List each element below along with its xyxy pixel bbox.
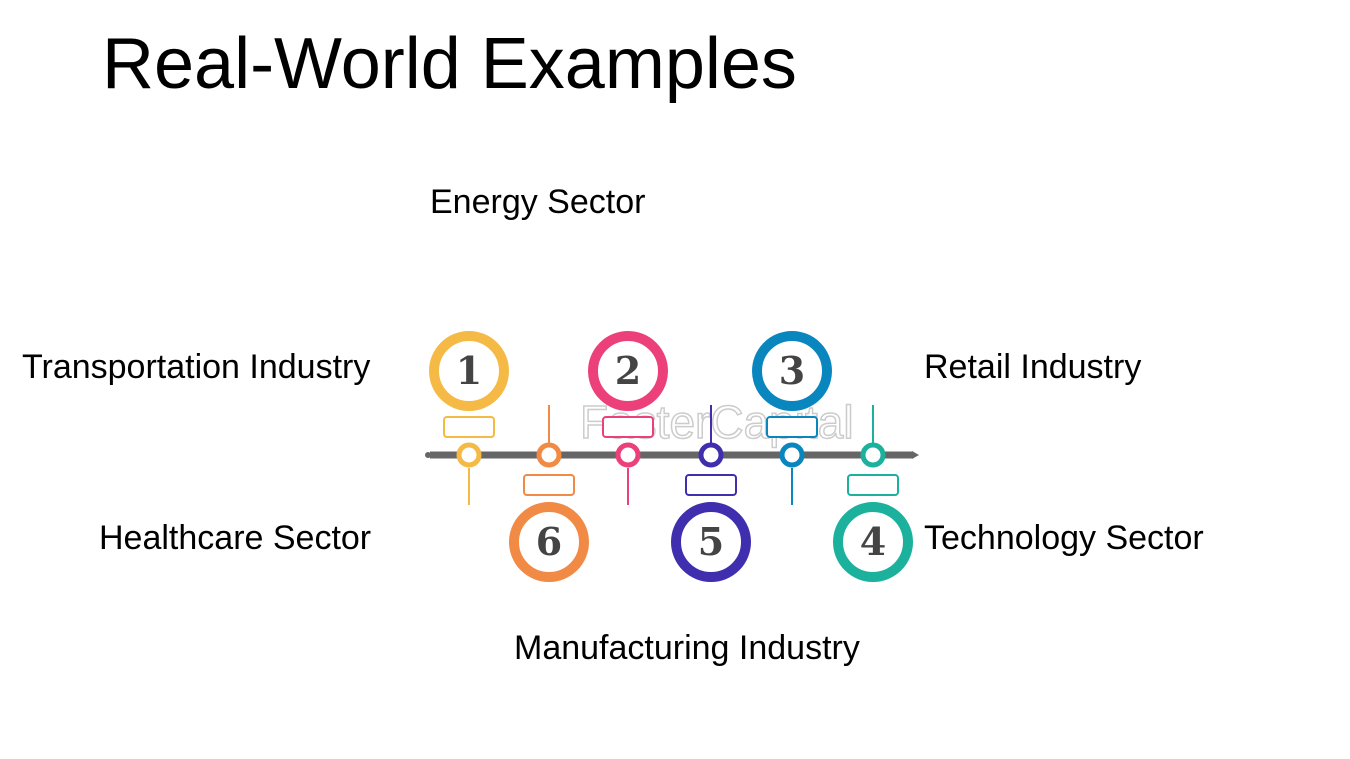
step-node xyxy=(536,442,562,468)
step-circle-6 xyxy=(509,502,589,582)
step-circle-2 xyxy=(588,331,668,411)
timeline-arrow-icon xyxy=(912,451,919,459)
step-label-box xyxy=(523,474,575,496)
step-number: 3 xyxy=(779,348,805,393)
step-label-box xyxy=(685,474,737,496)
step-label-box xyxy=(766,416,818,438)
slide-title: Real-World Examples xyxy=(102,24,797,104)
step-number: 4 xyxy=(860,519,886,564)
step-number: 5 xyxy=(698,519,724,564)
step-node xyxy=(698,442,724,468)
label-technology: Technology Sector xyxy=(924,519,1204,557)
label-manufacturing: Manufacturing Industry xyxy=(514,629,860,667)
step-number: 2 xyxy=(615,348,641,393)
step-circle-1 xyxy=(429,331,509,411)
label-healthcare: Healthcare Sector xyxy=(99,519,372,557)
step-circle-3 xyxy=(752,331,832,411)
step-label-box xyxy=(602,416,654,438)
label-transportation: Transportation Industry xyxy=(22,348,371,386)
label-energy: Energy Sector xyxy=(430,183,646,221)
label-retail: Retail Industry xyxy=(924,348,1142,386)
step-node xyxy=(860,442,886,468)
step-label-box xyxy=(847,474,899,496)
step-node xyxy=(456,442,482,468)
step-circle-5 xyxy=(671,502,751,582)
step-circle-4 xyxy=(833,502,913,582)
step-node xyxy=(779,442,805,468)
step-number: 6 xyxy=(536,519,562,564)
step-node xyxy=(615,442,641,468)
step-label-box xyxy=(443,416,495,438)
step-number: 1 xyxy=(456,348,482,393)
timeline-start-dot xyxy=(425,452,431,458)
